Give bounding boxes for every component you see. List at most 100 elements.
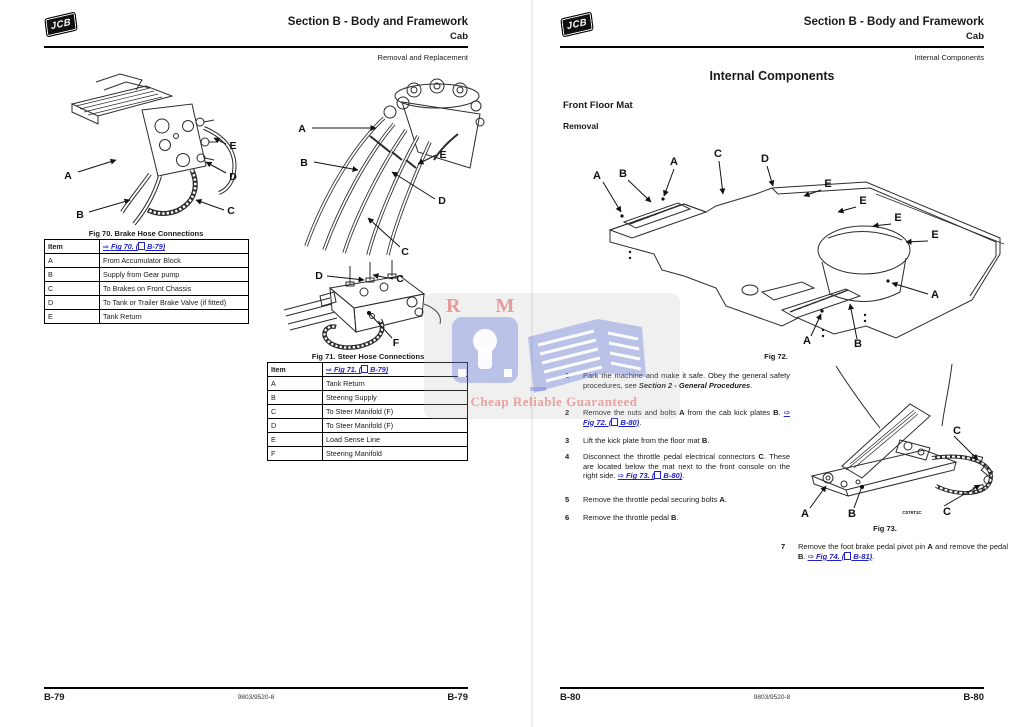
- procedure-heading: Removal: [563, 121, 599, 131]
- fig-label: D: [438, 195, 446, 207]
- page-title: Internal Components: [709, 69, 835, 83]
- fig72-drawing: A B A C D E E E E A A B: [593, 148, 1005, 350]
- fig-label: A: [593, 170, 601, 182]
- section-title: Section B - Body and Framework: [803, 16, 984, 28]
- right-page: JCB Section B - Body and Framework Cab I…: [516, 0, 1030, 727]
- step-number: 1: [565, 371, 570, 380]
- fig-label: A: [298, 123, 306, 135]
- section-subtitle: Cab: [450, 31, 468, 42]
- desc-cell: To Tank or Trailer Brake Valve (if fitte…: [99, 295, 249, 310]
- fig70-caption: Fig 70. Brake Hose Connections: [88, 229, 204, 238]
- fig70-link[interactable]: ⇨ Fig 70. ( B-79): [103, 242, 166, 251]
- fig73-link[interactable]: ⇨ Fig 73. ( B-80): [617, 471, 683, 481]
- fig71-link[interactable]: ⇨ Fig 71. ( B-79): [326, 365, 389, 374]
- fig-label: A: [64, 170, 72, 182]
- item-cell: C: [267, 404, 323, 419]
- fig-label: C: [401, 246, 409, 258]
- fig-label: A: [931, 289, 939, 301]
- table-header-link: ⇨ Fig 71. ( B-79): [322, 362, 468, 377]
- fig-label: C: [943, 506, 951, 518]
- jcb-logo-text: JCB: [566, 16, 588, 33]
- fig-label: E: [229, 140, 236, 152]
- footer-rule: [44, 687, 468, 689]
- fig-label: C: [953, 425, 961, 437]
- item-cell: A: [44, 253, 100, 268]
- jcb-logo-text: JCB: [50, 16, 72, 33]
- fig-label: A: [670, 156, 678, 168]
- fig72-caption: Fig 72.: [764, 352, 788, 361]
- footer-page-right: B-80: [963, 692, 984, 703]
- step-number: 5: [565, 495, 570, 504]
- step-text: Remove the nuts and bolts A from the cab…: [583, 408, 791, 427]
- desc-cell: Load Sense Line: [322, 432, 468, 447]
- desc-cell: From Accumulator Block: [99, 253, 249, 268]
- item-cell: D: [267, 418, 323, 433]
- fig-label: B: [76, 209, 84, 221]
- fig70-drawing: A B C D E: [64, 73, 237, 226]
- footer-rule: [560, 687, 984, 689]
- fig73-caption: Fig 73.: [873, 524, 897, 533]
- header-topic: Removal and Replacement: [377, 53, 468, 62]
- header-rule: [560, 46, 984, 48]
- step-text: Remove the throttle pedal B.: [583, 513, 679, 522]
- item-cell: C: [44, 281, 100, 296]
- page-icon: [361, 365, 369, 373]
- fig71-upper-drawing: A B E D C: [298, 78, 485, 258]
- left-page: JCB Section B - Body and Framework Cab R…: [44, 11, 485, 703]
- fig-label: E: [824, 178, 831, 190]
- fig-label: E: [439, 149, 446, 161]
- fig72-link[interactable]: ⇨ Fig 72. ( B-80): [583, 408, 791, 427]
- page-icon: [611, 417, 619, 426]
- fig71-caption: Fig 71. Steer Hose Connections: [311, 352, 425, 361]
- item-cell: D: [44, 295, 100, 310]
- fig-label: D: [315, 270, 323, 282]
- header-topic: Internal Components: [914, 53, 984, 62]
- fig-label: E: [859, 195, 866, 207]
- page-icon: [844, 551, 852, 560]
- item-cell: F: [267, 446, 323, 461]
- footer-doc-number: 9803/9520-8: [753, 694, 791, 701]
- step-number: 2: [565, 408, 570, 417]
- fig-label: C: [396, 273, 404, 285]
- step-number: 4: [565, 452, 570, 461]
- item-cell: B: [267, 390, 323, 405]
- table-header-item: Item: [44, 239, 100, 254]
- jcb-logo: JCB: [560, 11, 594, 38]
- section-title: Section B - Body and Framework: [287, 16, 468, 28]
- fig73-part-code: C076T1C: [902, 510, 922, 515]
- fig71-lower-drawing: D C F: [283, 260, 441, 350]
- page-icon: [138, 242, 146, 250]
- step-text: Lift the kick plate from the floor mat B…: [583, 436, 710, 445]
- section-subtitle: Cab: [966, 31, 984, 42]
- item-cell: E: [44, 309, 100, 324]
- desc-cell: To Steer Manifold (F): [322, 418, 468, 433]
- table-header-item: Item: [267, 362, 323, 377]
- step-number: 7: [781, 542, 786, 551]
- step-text: Remove the foot brake pedal pivot pin A …: [798, 542, 1008, 561]
- step-text: Park the machine and make it safe. Obey …: [583, 371, 790, 390]
- fig-label: A: [803, 335, 811, 347]
- fig-label: B: [619, 168, 627, 180]
- step-text: Remove the throttle pedal securing bolts…: [583, 495, 727, 504]
- fig-label: C: [227, 205, 235, 217]
- item-cell: A: [267, 376, 323, 391]
- desc-cell: Supply from Gear pump: [99, 267, 249, 282]
- footer-page-left: B-79: [44, 692, 65, 703]
- table-header-link: ⇨ Fig 70. ( B-79): [99, 239, 249, 254]
- desc-cell: Steering Supply: [322, 390, 468, 405]
- step-number: 3: [565, 436, 570, 445]
- fig-label: B: [300, 157, 308, 169]
- fig-label: B: [848, 508, 856, 520]
- item-cell: B: [44, 267, 100, 282]
- fig-label: D: [761, 153, 769, 165]
- footer-page-left: B-80: [560, 692, 581, 703]
- page-gutter: [531, 0, 533, 727]
- fig-label: D: [229, 171, 237, 183]
- page-icon: [654, 471, 662, 480]
- footer-page-right: B-79: [447, 692, 468, 703]
- subsection-heading: Front Floor Mat: [563, 100, 633, 111]
- fig73-drawing: A B C C C076T1C: [801, 364, 994, 520]
- jcb-logo: JCB: [44, 11, 78, 38]
- fig74-link[interactable]: ⇨ Fig 74. ( B-81): [807, 551, 873, 561]
